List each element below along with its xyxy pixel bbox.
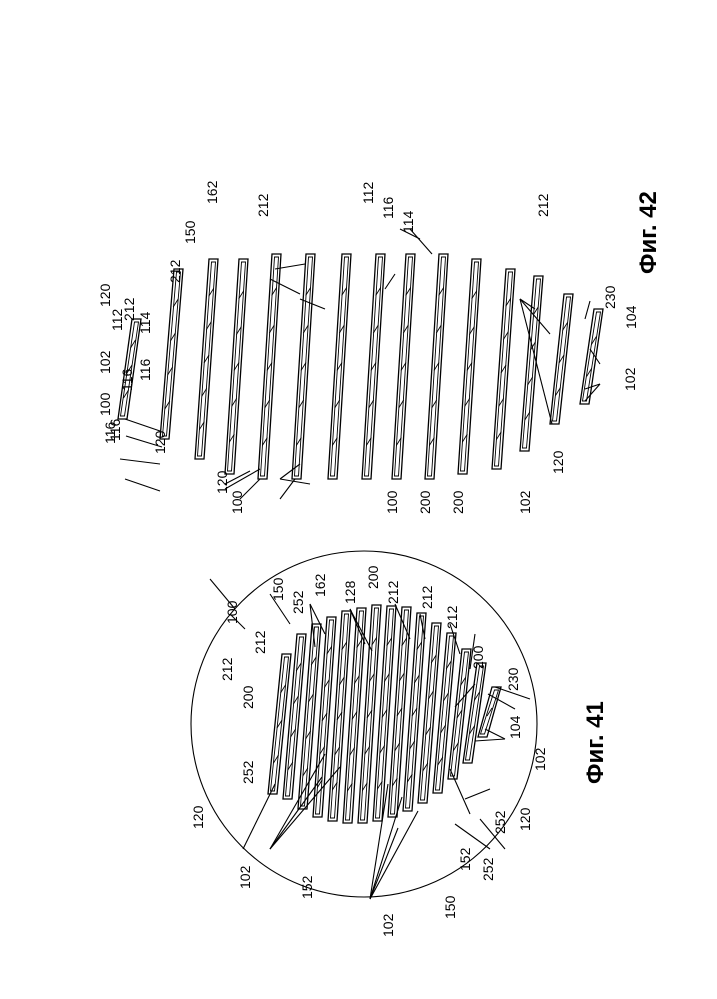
- fig42-label-120-mid: 120: [214, 470, 230, 494]
- fig41-label-230: 230: [505, 667, 521, 691]
- fig42-label-120-low: 120: [550, 450, 566, 474]
- fig41-label-212-e: 212: [444, 605, 460, 629]
- fig42-fin-stack: [118, 254, 603, 479]
- fig42-label-150: 150: [182, 220, 198, 244]
- fig42-fin-9: [392, 254, 415, 479]
- fig42-label-116-b: 116: [137, 358, 153, 381]
- fig42-fin-14: [550, 294, 573, 424]
- fig42-label-212-top: 212: [121, 297, 137, 321]
- fig42-fin-10: [425, 254, 448, 479]
- fig42-label-116-mid: 116: [380, 196, 396, 219]
- fig42-label-116-left: 116: [102, 421, 118, 444]
- fig42-label-114-top: 114: [137, 311, 153, 334]
- fig42-label-200-b: 200: [450, 490, 466, 514]
- figure-41: Фиг. 41: [190, 551, 609, 937]
- fig41-label-150-bottom: 150: [442, 895, 458, 919]
- fig42-label-104: 104: [623, 305, 639, 329]
- fig41-label-252-bottom: 252: [480, 857, 496, 881]
- fig41-fin-stack: [268, 605, 501, 823]
- fig41-label-100: 100: [224, 600, 240, 624]
- fig41-label-102-bottom: 102: [380, 913, 396, 937]
- fig41-caption: Фиг. 41: [582, 701, 609, 784]
- fig42-label-120-top: 120: [97, 283, 113, 307]
- fig42-label-230: 230: [602, 285, 618, 309]
- fig42-fin-6: [292, 254, 315, 479]
- fig41-label-252-mid: 252: [290, 590, 306, 614]
- fig42-label-102-low: 102: [517, 490, 533, 514]
- fig42-label-114-mid: 114: [400, 210, 416, 233]
- fig42-fin-15: [580, 309, 603, 404]
- fig41-label-104: 104: [507, 715, 523, 739]
- fig42-label-102-top: 102: [97, 350, 113, 374]
- fig41-label-200-right: 200: [470, 645, 486, 669]
- figure-42: Фиг. 42: [97, 180, 662, 514]
- fig41-label-212-b: 212: [252, 630, 268, 654]
- fig41-label-162: 162: [312, 573, 328, 597]
- fig41-label-152-right: 152: [457, 847, 473, 871]
- fig41-label-128: 128: [342, 580, 358, 604]
- fig41-label-150-top: 150: [270, 577, 286, 601]
- fig41-label-212-d: 212: [419, 585, 435, 609]
- fig41-label-102-right: 102: [532, 747, 548, 771]
- fig42-label-120-left: 120: [152, 430, 168, 454]
- fig41-label-200-top: 200: [240, 685, 256, 709]
- fig41-label-152-bottom: 152: [299, 875, 315, 899]
- fig42-label-100-top: 100: [97, 392, 113, 416]
- fig42-fin-12: [492, 269, 515, 469]
- fig42-label-162: 162: [204, 180, 220, 204]
- fig42-fin-7: [328, 254, 351, 479]
- fig42-fin-11: [458, 259, 481, 474]
- fig42-label-212-b: 212: [167, 259, 183, 283]
- fig41-label-120-right: 120: [517, 807, 533, 831]
- fig42-caption: Фиг. 42: [635, 191, 662, 274]
- fig42-label-112-mid: 112: [360, 181, 376, 204]
- fig41-label-120-left: 120: [190, 805, 206, 829]
- fig42-label-100-mid: 100: [229, 490, 245, 514]
- fig42-fin-4: [225, 259, 248, 474]
- fig42-fin-5: [258, 254, 281, 479]
- fig41-label-200-mid: 200: [365, 565, 381, 589]
- fig42-label-212-c: 212: [255, 193, 271, 217]
- fig42-label-116-c: 116: [119, 368, 135, 391]
- fig41-label-212-a: 212: [219, 657, 235, 681]
- fig42-fin-3: [195, 259, 218, 459]
- fig41-label-252-br: 252: [492, 810, 508, 834]
- fig42-label-200-a: 200: [417, 490, 433, 514]
- fig42-label-100-low: 100: [384, 490, 400, 514]
- fig41-label-252-top: 252: [240, 760, 256, 784]
- fig41-label-212-c: 212: [385, 580, 401, 604]
- fig41-label-102-left: 102: [237, 865, 253, 889]
- fig42-fin-2: [160, 269, 183, 439]
- fig42-label-102-right: 102: [622, 367, 638, 391]
- fig42-label-212-right: 212: [535, 193, 551, 217]
- fig42-fin-8: [362, 254, 385, 479]
